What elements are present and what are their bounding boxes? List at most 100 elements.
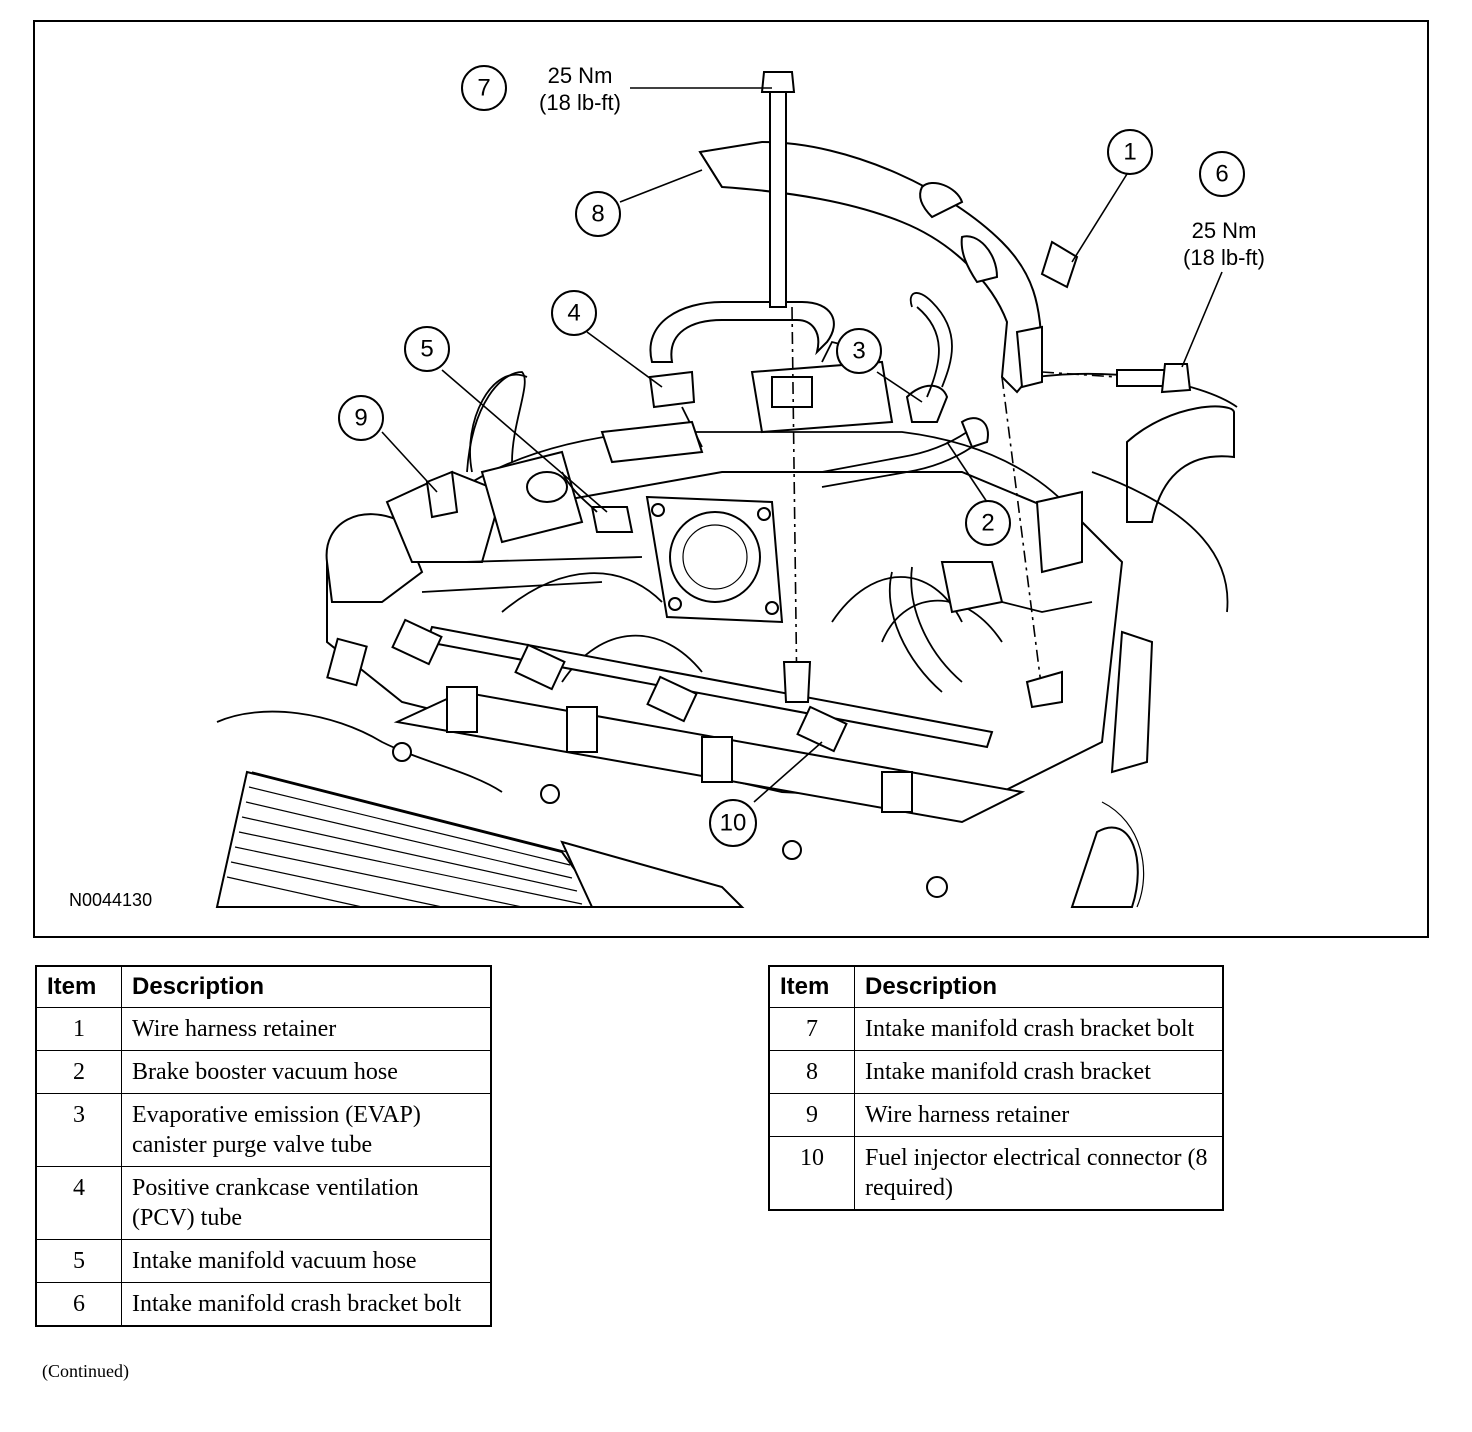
legend-item-number: 2 [35,1050,122,1094]
evap-tube-end [905,384,949,423]
legend-item-description: Evaporative emission (EVAP) canister pur… [121,1093,492,1167]
legend-item-number: 6 [35,1282,122,1327]
torque-lbft: (18 lb-ft) [1183,245,1265,270]
legend-item-description: Wire harness retainer [121,1007,492,1051]
crash-bracket-slot [960,235,999,284]
legend-row: 4 Positive crankcase ventilation (PCV) t… [35,1166,492,1240]
legend-header-row: Item Description [35,965,492,1008]
header-description: Description [121,965,492,1008]
legend-row: 9 Wire harness retainer [768,1093,1224,1137]
callout-1: 1 [1107,129,1153,175]
legend-table-right: Item Description 7 Intake manifold crash… [768,965,1224,1211]
header-item: Item [768,965,855,1008]
throttle-bolt [651,503,665,517]
legend-item-number: 9 [768,1093,855,1137]
air-intake-hose [1126,405,1235,523]
callout-number: 10 [720,810,747,837]
legend-row: 2 Brake booster vacuum hose [35,1050,492,1094]
callout-2: 2 [965,500,1011,546]
legend-row: 1 Wire harness retainer [35,1007,492,1051]
right-bracket [1035,490,1083,574]
legend-item-description: Intake manifold crash bracket [854,1050,1224,1094]
legend-item-description: Positive crankcase ventilation (PCV) tub… [121,1166,492,1240]
head-bolt [392,742,412,762]
intake-hose-line [1091,471,1229,613]
torque-nm: 25 Nm [1192,218,1257,243]
left-component [325,513,424,603]
pcv-tube [649,301,835,363]
bolt-6 [1116,363,1192,394]
evap-tube [909,292,953,388]
evap-tube [916,306,940,398]
purge-connector [771,376,813,408]
legend-item-description: Brake booster vacuum hose [121,1050,492,1094]
callout-9: 9 [338,395,384,441]
pulley [1070,826,1139,908]
wire-harness-loop [469,373,528,473]
callout-6: 6 25 Nm (18 lb-ft) [1183,151,1265,270]
legend-item-number: 5 [35,1239,122,1283]
legend-row: 3 Evaporative emission (EVAP) canister p… [35,1093,492,1167]
legend-item-number: 1 [35,1007,122,1051]
legend-row: 7 Intake manifold crash bracket bolt [768,1007,1224,1051]
callout-7: 7 25 Nm (18 lb-ft) [461,63,621,115]
throttle-bolt [765,601,779,615]
legend-item-description: Intake manifold vacuum hose [121,1239,492,1283]
legend-row: 6 Intake manifold crash bracket bolt [35,1282,492,1327]
figure-id: N0044130 [69,890,152,910]
engine-illustration: 1 2 3 4 5 6 25 Nm (18 lb-ft) 7 25 Nm ( [69,63,1265,910]
legend-item-description: Intake manifold crash bracket bolt [121,1282,492,1327]
pcv-valve-body [600,420,704,464]
right-hose [910,566,963,683]
legend-item-number: 10 [768,1136,855,1211]
side-module [1110,630,1154,774]
legend-item-description: Intake manifold crash bracket bolt [854,1007,1224,1051]
header-item: Item [35,965,122,1008]
legend-row: 8 Intake manifold crash bracket [768,1050,1224,1094]
head-bolt [926,876,948,898]
callout-10: 10 [709,799,757,847]
torque-lbft: (18 lb-ft) [539,90,621,115]
valve-cover-ribs [226,771,583,908]
pcv-connector [648,370,696,409]
harness-line [461,556,643,563]
wire-harness-loop [466,371,526,473]
valve-cover [215,770,604,908]
right-bracket-line [1001,601,1093,613]
throttle-bolt [757,507,771,521]
legend-item-description: Wire harness retainer [854,1093,1224,1137]
runner [501,572,663,613]
legend-item-number: 7 [768,1007,855,1051]
bracket-centerline [1001,376,1043,693]
callout-3: 3 [836,328,882,374]
right-hose [888,571,943,693]
callout-5: 5 [404,326,450,372]
callout-number: 1 [1123,139,1136,166]
torque-nm: 25 Nm [548,63,613,88]
legend-header-row: Item Description [768,965,1224,1008]
continued-note: (Continued) [42,1361,129,1381]
callout-4: 4 [551,290,597,336]
callout-8: 8 [575,191,621,237]
crash-bracket-slot [919,182,964,219]
bracket-lower-mount [1025,670,1063,709]
callout-number: 7 [477,75,490,102]
vacuum-hose [561,471,598,513]
callout-number: 8 [591,201,604,228]
legend-item-description: Fuel injector electrical connector (8 re… [854,1136,1224,1211]
pulley-teeth [1101,801,1145,908]
legend-item-number: 8 [768,1050,855,1094]
legend-row: 5 Intake manifold vacuum hose [35,1239,492,1283]
legend-table-left: Item Description 1 Wire harness retainer… [35,965,492,1327]
callout-number: 3 [852,338,865,365]
valve-cover-end [560,840,745,908]
crash-bracket-foot [1015,325,1043,389]
sensor-cap [526,471,568,503]
callout-number: 9 [354,405,367,432]
brake-booster-fitting [960,417,989,449]
brake-booster-hose [821,431,968,473]
right-fitting [940,561,1004,614]
bolt-7-centerline [791,306,798,703]
bolt-7 [760,71,796,308]
runner [881,599,1003,643]
